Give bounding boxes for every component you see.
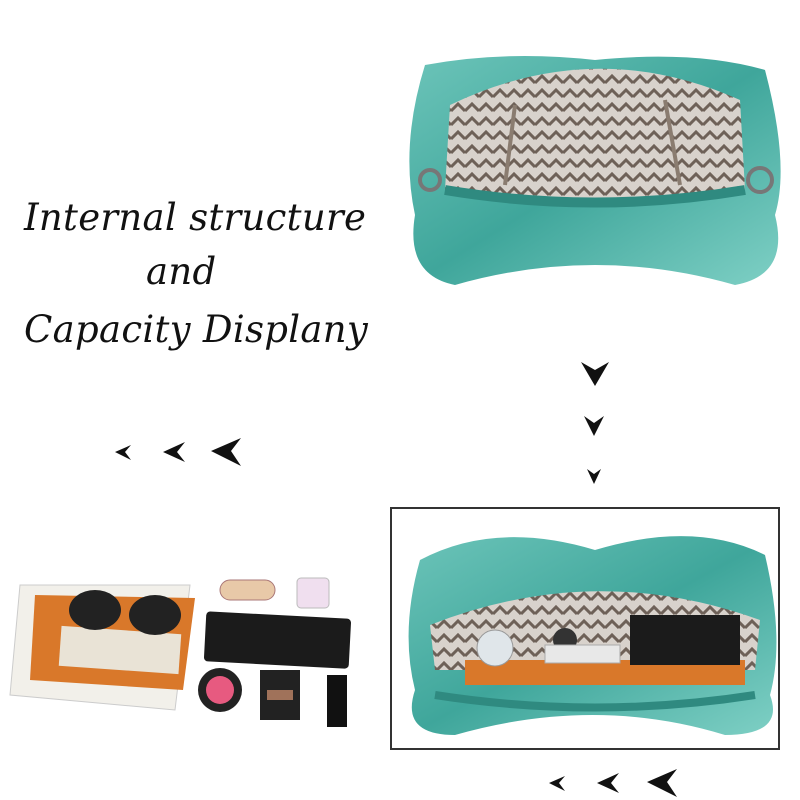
caption-line-1: Internal structure — [24, 196, 367, 239]
tablet — [58, 625, 182, 675]
arrow-left-icon — [115, 445, 131, 460]
capacity-frame — [390, 507, 780, 750]
sunglasses — [69, 590, 121, 630]
lipstick — [327, 675, 347, 727]
arrow-left-icon — [549, 776, 565, 791]
caption-line-3: Capacity Displany — [24, 308, 369, 351]
arrow-down-icon — [587, 469, 601, 484]
bag-interior-photo — [409, 56, 781, 285]
bag-contents-photo — [9, 577, 352, 727]
phone — [544, 644, 621, 664]
arrow-left-icon — [163, 442, 185, 462]
lip-gloss — [219, 579, 276, 601]
arrow-left-icon — [211, 438, 241, 466]
ring-hardware — [746, 166, 774, 194]
arrow-down-icon — [584, 416, 604, 436]
caption-line-2: and — [146, 250, 217, 293]
wallet — [203, 611, 352, 669]
bag-lining — [445, 68, 745, 200]
perfume — [476, 629, 514, 667]
bag-filled-photo — [408, 536, 777, 735]
wallet — [630, 615, 740, 665]
perfume — [296, 577, 330, 609]
arrow-down-icon — [581, 362, 609, 386]
arrow-left-icon — [647, 769, 677, 797]
arrow-left-icon — [597, 773, 619, 793]
